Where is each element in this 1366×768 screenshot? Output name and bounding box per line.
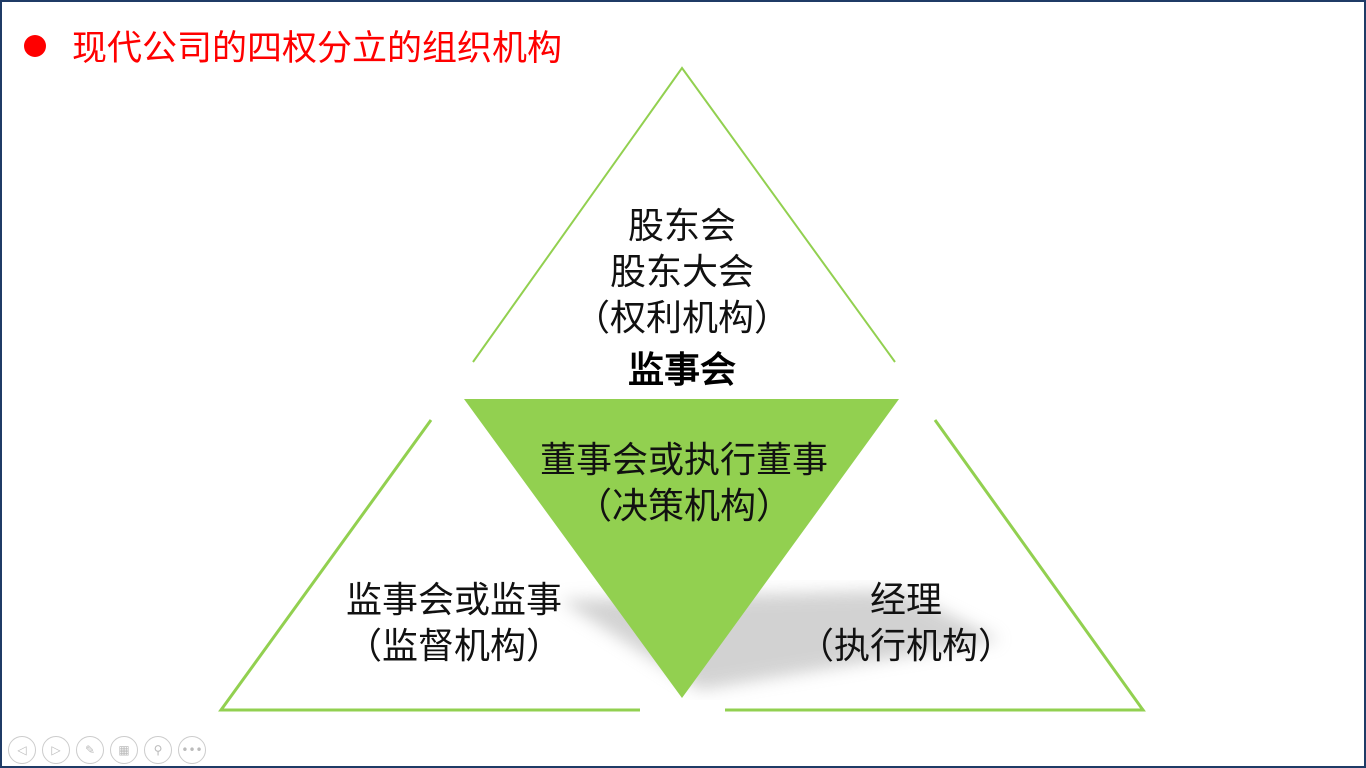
right-line2: （执行机构） xyxy=(797,626,1015,667)
more-icon[interactable]: ••• xyxy=(178,736,206,764)
slideshow-controls: ◁ ▷ ✎ ▦ ⚲ ••• xyxy=(8,736,206,764)
top-triangle xyxy=(472,66,896,363)
slides-icon[interactable]: ▦ xyxy=(110,736,138,764)
top-line2: 股东大会 xyxy=(609,252,755,293)
overlay-label: 监事会 xyxy=(627,350,737,391)
prev-icon[interactable]: ◁ xyxy=(8,736,36,764)
next-icon[interactable]: ▷ xyxy=(42,736,70,764)
left-label: 监事会或监事 （监督机构） xyxy=(346,578,562,670)
center-line2: （决策机构） xyxy=(575,486,793,527)
left-triangle xyxy=(218,419,640,712)
left-line2: （监督机构） xyxy=(345,626,563,667)
right-triangle xyxy=(725,419,1146,712)
bullet-icon xyxy=(24,34,46,57)
slide-title: 现代公司的四权分立的组织机构 xyxy=(24,20,562,71)
center-triangle xyxy=(464,399,899,698)
top-line1: 股东会 xyxy=(627,206,737,247)
title-text: 现代公司的四权分立的组织机构 xyxy=(72,29,563,69)
center-label: 董事会或执行董事 （决策机构） xyxy=(540,438,828,530)
right-line1: 经理 xyxy=(869,580,943,621)
right-label: 经理 （执行机构） xyxy=(798,578,1014,670)
top-line3: （权利机构） xyxy=(573,298,791,339)
pen-icon[interactable]: ✎ xyxy=(76,736,104,764)
left-line1: 监事会或监事 xyxy=(345,580,563,621)
top-label: 股东会 股东大会 （权利机构） xyxy=(574,204,790,342)
center-line1: 董事会或执行董事 xyxy=(539,440,829,481)
zoom-icon[interactable]: ⚲ xyxy=(144,736,172,764)
